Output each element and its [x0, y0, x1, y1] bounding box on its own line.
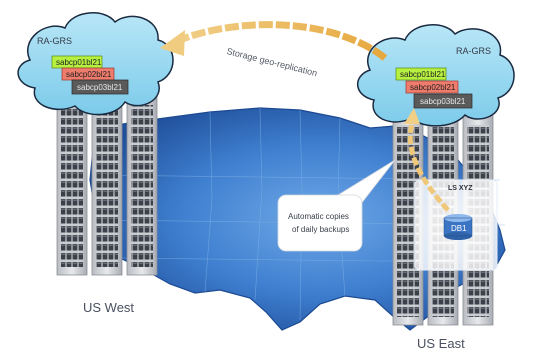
server-label: LS XYZ	[448, 185, 473, 192]
west-db2-label: sabcp02bl21	[66, 70, 112, 79]
us-west-label: US West	[83, 300, 135, 315]
east-db1-label: sabcp01bl21	[400, 70, 446, 79]
east-db2-bar	[405, 80, 459, 94]
east-db3-label: sabcp03bl21	[420, 97, 466, 106]
callout-line-2: of daily backups	[292, 225, 350, 234]
us-west-server-racks	[56, 94, 158, 276]
backup-callout	[277, 159, 396, 252]
db1-label: DB1	[451, 224, 467, 233]
geo-replication-arrow	[160, 21, 388, 61]
east-db1-bar	[395, 67, 447, 81]
backup-copy-arrow	[404, 108, 450, 212]
west-db1-label: sabcp01bl21	[56, 58, 102, 67]
callout-line-1: Automatic copies	[288, 212, 349, 221]
db1-database-icon	[443, 214, 473, 240]
east-db2-label: sabcp02bl21	[410, 83, 456, 92]
east-cloud-label: RA-GRS	[456, 46, 492, 56]
west-db3-bar	[71, 79, 129, 95]
us-east-label: US East	[417, 336, 465, 351]
west-cloud-label: RA-GRS	[37, 36, 73, 46]
east-db3-bar	[413, 93, 473, 109]
west-db3-label: sabcp03bl21	[77, 83, 123, 92]
